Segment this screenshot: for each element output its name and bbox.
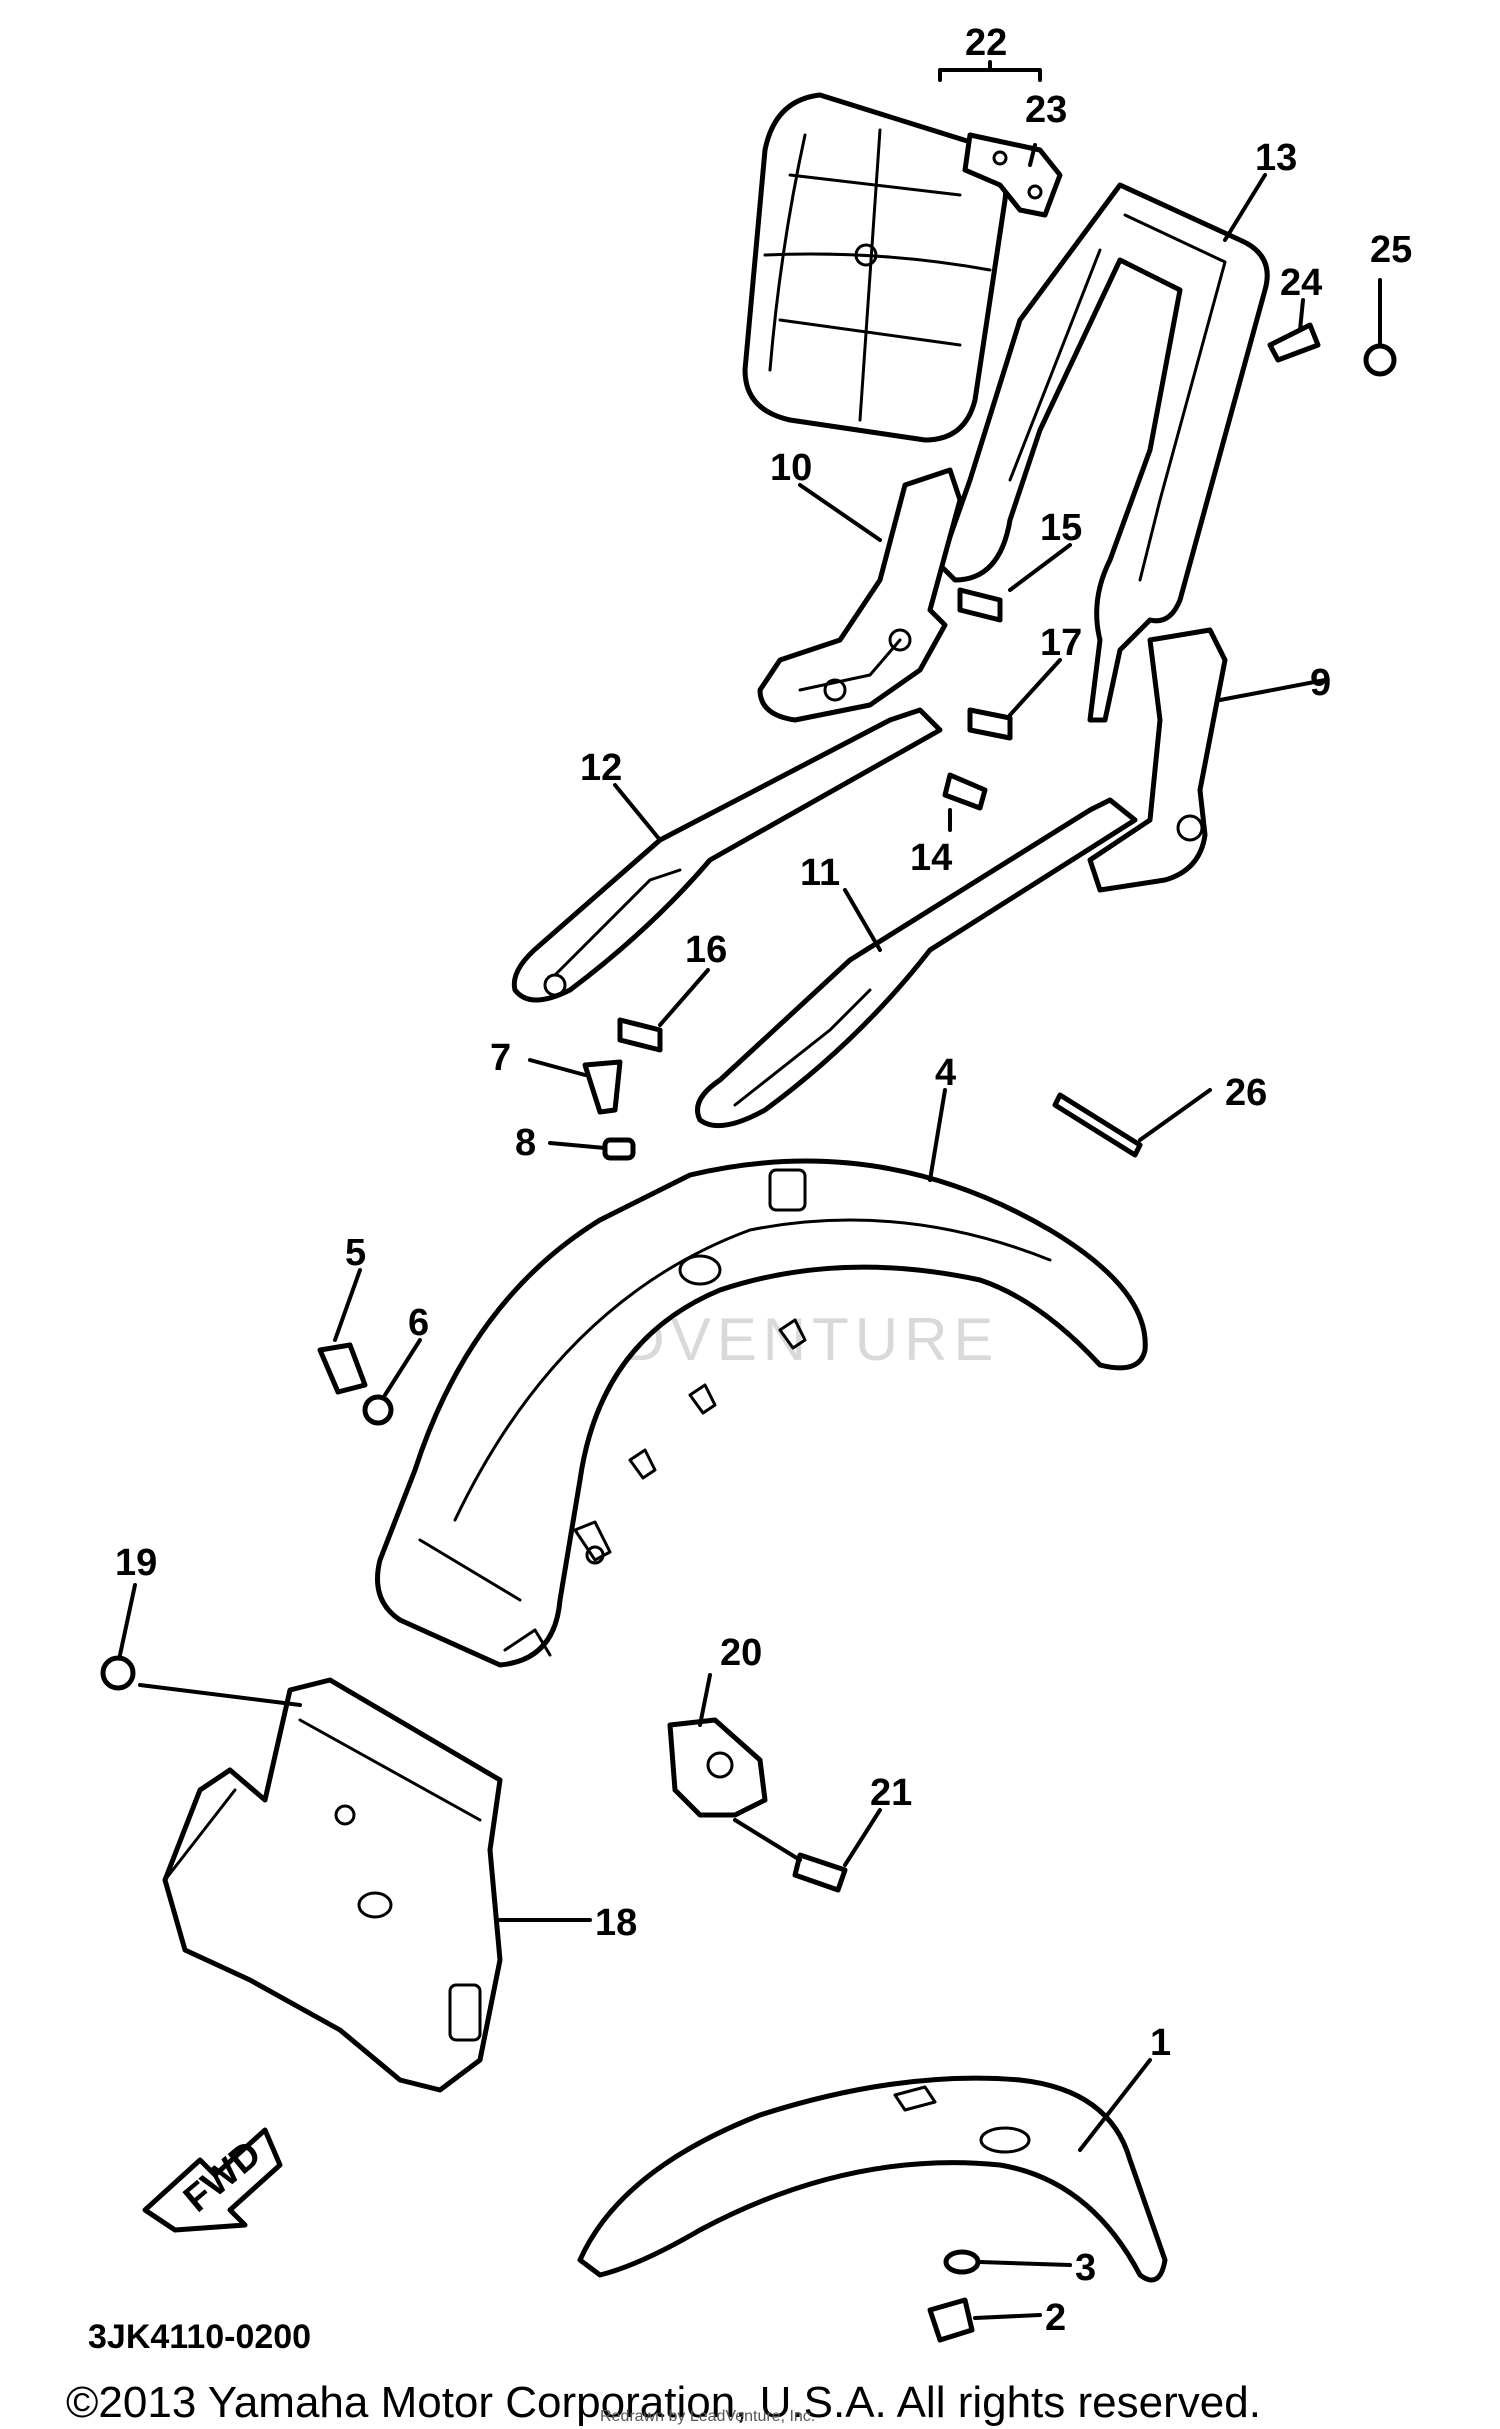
callout-20: 20 xyxy=(720,1632,762,1674)
callout-11: 11 xyxy=(800,852,840,894)
right-support-bracket xyxy=(1087,627,1228,893)
backrest-bracket-plate xyxy=(962,132,1063,218)
backrest-pad xyxy=(742,92,1009,443)
mount-bracket xyxy=(667,1717,768,1818)
diagram-code: 3JK4110-0200 xyxy=(88,2318,312,2356)
callout-26: 26 xyxy=(1225,1072,1267,1114)
callout-23: 23 xyxy=(1025,89,1067,131)
callout-16: 16 xyxy=(685,929,727,971)
callout-1: 1 xyxy=(1150,2022,1171,2064)
callout-15: 15 xyxy=(1040,507,1082,549)
right-long-stay xyxy=(695,797,1138,1129)
callout-14: 14 xyxy=(910,837,952,879)
left-long-stay xyxy=(511,707,943,1003)
callout-12: 12 xyxy=(580,747,622,789)
callout-22: 22 xyxy=(965,22,1007,64)
callout-labels: 22 23 13 25 24 10 15 9 17 12 14 11 16 7 … xyxy=(115,22,1412,2339)
backrest-frame xyxy=(937,182,1270,723)
callout-7: 7 xyxy=(490,1037,511,1079)
callout-5: 5 xyxy=(345,1232,366,1274)
callout-25: 25 xyxy=(1370,229,1412,271)
fender-strip xyxy=(1052,1092,1143,1158)
copyright-notice: ©2013 Yamaha Motor Corporation, U.S.A. A… xyxy=(66,2378,1261,2427)
fwd-arrow-icon: FWD xyxy=(142,2127,283,2233)
redrawn-credit: Redrawn by LeadVenture, Inc. xyxy=(600,2408,816,2425)
callout-21: 21 xyxy=(870,1772,912,1814)
rear-flap-mudguard xyxy=(162,1677,503,2093)
callout-17: 17 xyxy=(1040,622,1082,664)
callout-9: 9 xyxy=(1310,662,1331,704)
callout-24: 24 xyxy=(1280,262,1322,304)
callout-19: 19 xyxy=(115,1542,157,1584)
leader-lines xyxy=(118,60,1382,2320)
rear-fender xyxy=(375,1158,1148,1668)
callout-4: 4 xyxy=(935,1052,956,1094)
callout-2: 2 xyxy=(1045,2297,1066,2339)
left-support-bracket xyxy=(757,467,963,723)
callout-13: 13 xyxy=(1255,137,1297,179)
front-fender xyxy=(577,2075,1168,2283)
callout-10: 10 xyxy=(770,447,812,489)
callout-3: 3 xyxy=(1075,2247,1096,2289)
callout-6: 6 xyxy=(408,1302,429,1344)
callout-18: 18 xyxy=(595,1902,637,1944)
hardware xyxy=(100,322,1397,2343)
callout-8: 8 xyxy=(515,1122,536,1164)
